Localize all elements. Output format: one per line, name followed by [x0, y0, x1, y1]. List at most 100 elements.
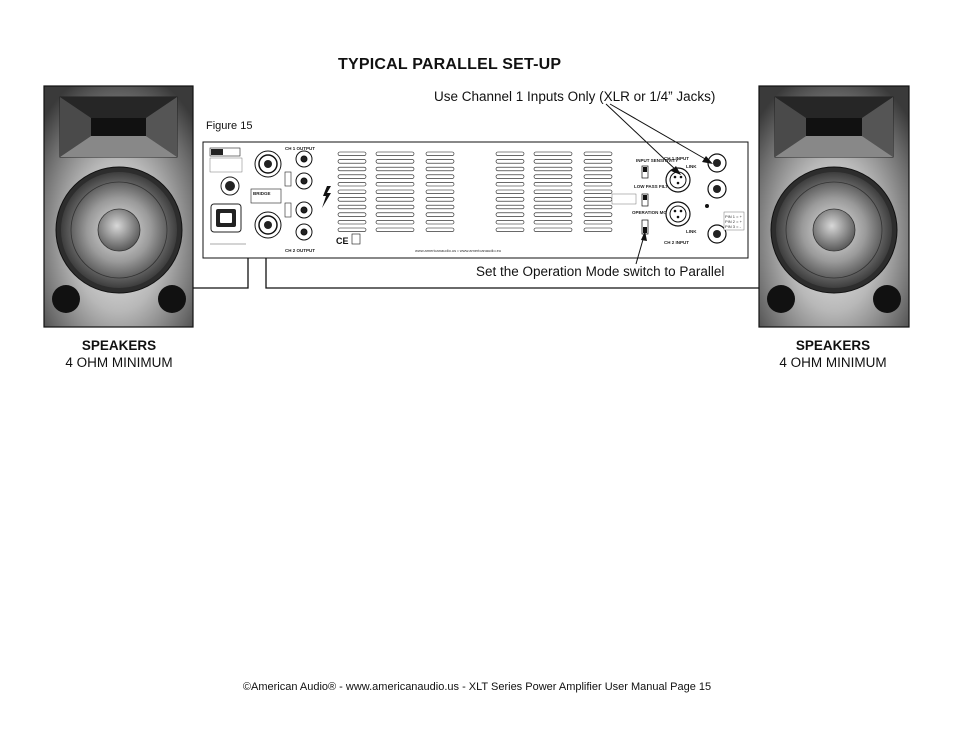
vent-slot	[533, 174, 573, 179]
vent-slot	[533, 204, 573, 210]
vent-slot	[375, 166, 415, 172]
vent-slot	[495, 220, 525, 225]
input-sensitivity-label: INPUT SENSITIVITY	[636, 158, 678, 163]
vent-slot	[375, 159, 415, 164]
vent-slot	[337, 197, 367, 202]
vent-slot	[495, 197, 525, 202]
vent-slot	[583, 182, 613, 187]
vent-slot	[583, 197, 613, 202]
vent-slot	[425, 166, 455, 172]
ch1-speakon-output	[254, 150, 282, 178]
panel-website: www.americanaudio.us • www.americanaudio…	[415, 248, 501, 253]
vent-slot	[375, 227, 415, 232]
right-speaker-port-left	[767, 285, 795, 313]
arrow-to-jack	[609, 103, 708, 161]
ce-mark-icon: CE	[336, 236, 349, 246]
binding-posts	[295, 150, 313, 241]
vent-slot	[425, 204, 455, 210]
vent-slot	[425, 159, 455, 164]
ch2-input-label: CH 2 INPUT	[664, 240, 689, 245]
ch2-xlr-input	[665, 201, 691, 227]
vent-slot	[337, 189, 367, 194]
vent-slot	[337, 227, 367, 232]
vent-slot	[533, 227, 573, 232]
vent-slot	[425, 220, 455, 225]
ch2-output-label: CH 2 OUTPUT	[285, 248, 315, 253]
vent-slot	[495, 174, 525, 179]
vent-slot	[495, 151, 525, 156]
vent-slot	[583, 220, 613, 225]
vent-slot	[533, 182, 573, 187]
vent-slot	[583, 159, 613, 164]
amplifier-rear-panel: BRIDGE CH 1 OUTPUT CH 2 OUTPUT CE www.am…	[202, 141, 749, 259]
vent-slot	[375, 204, 415, 210]
left-speaker-title: SPEAKERS	[81, 338, 157, 353]
vent-slot	[375, 197, 415, 202]
right-speaker-woofer	[770, 166, 898, 294]
vent-slot	[425, 151, 455, 156]
vent-slot	[375, 189, 415, 194]
left-speaker-port-right	[158, 285, 186, 313]
vent-slot	[495, 204, 525, 210]
arrow-to-mode-switch	[635, 235, 645, 265]
link-quarter-inch-jack	[707, 179, 727, 199]
right-speaker-title: SPEAKERS	[795, 338, 871, 353]
left-speaker	[43, 85, 194, 328]
right-speaker-subtitle: 4 OHM MINIMUM	[779, 355, 887, 370]
left-speaker-woofer	[55, 166, 183, 294]
vent-slot	[375, 220, 415, 225]
vent-slot	[337, 159, 367, 164]
pin-label-2: PIN 2 = +	[725, 219, 743, 224]
vent-slot	[337, 220, 367, 225]
vent-slot	[337, 166, 367, 172]
vent-slot	[583, 166, 613, 172]
operation-mode-callout: Set the Operation Mode switch to Paralle…	[476, 264, 725, 279]
vent-slot	[337, 204, 367, 210]
vent-slot	[533, 212, 573, 217]
ch1-output-label: CH 1 OUTPUT	[285, 146, 315, 151]
page-footer: ©American Audio® - www.americanaudio.us …	[242, 681, 712, 693]
vent-slot	[533, 166, 573, 172]
vent-slot	[337, 212, 367, 217]
callout-arrows	[605, 103, 713, 265]
vent-slot	[533, 151, 573, 156]
left-speaker-subtitle: 4 OHM MINIMUM	[65, 355, 173, 370]
warning-label	[209, 147, 241, 157]
right-speaker-caption: SPEAKERS 4 OHM MINIMUM	[753, 337, 913, 371]
vent-slot	[583, 204, 613, 210]
vent-slot	[425, 212, 455, 217]
link-label-2: LINK	[686, 229, 697, 234]
vent-slot	[425, 227, 455, 232]
figure-label: Figure 15	[206, 120, 253, 132]
power-inlet	[210, 203, 242, 233]
vent-slot	[583, 174, 613, 179]
page-title: TYPICAL PARALLEL SET-UP	[338, 56, 562, 73]
vent-slot	[583, 151, 613, 156]
ch2-quarter-inch-jack	[707, 224, 727, 244]
vent-slot	[495, 227, 525, 232]
left-speaker-port-left	[52, 285, 80, 313]
vent-slot	[495, 166, 525, 172]
vent-slot	[583, 227, 613, 232]
right-speaker-horn	[774, 96, 894, 158]
vent-slot	[425, 182, 455, 187]
vent-slot	[533, 159, 573, 164]
left-speaker-horn	[59, 96, 178, 158]
operation-mode-label: OPERATION MODE	[632, 210, 673, 215]
arrow-to-xlr	[605, 103, 677, 171]
vent-slot	[375, 212, 415, 217]
fuse-holder	[220, 176, 240, 196]
vent-slot	[533, 189, 573, 194]
vent-slot	[495, 189, 525, 194]
vent-slot	[583, 212, 613, 217]
vent-slot	[337, 182, 367, 187]
vent-slot	[583, 189, 613, 194]
low-pass-filter-label: LOW PASS FILTER	[634, 184, 675, 189]
vent-slot	[495, 159, 525, 164]
pin-label-3: PIN 3 = -	[725, 224, 742, 229]
ch1-quarter-inch-jack	[707, 153, 727, 173]
bridge-label-box	[250, 188, 282, 204]
vent-slot	[425, 189, 455, 194]
inputs-callout: Use Channel 1 Inputs Only (XLR or 1/4” J…	[434, 89, 716, 104]
